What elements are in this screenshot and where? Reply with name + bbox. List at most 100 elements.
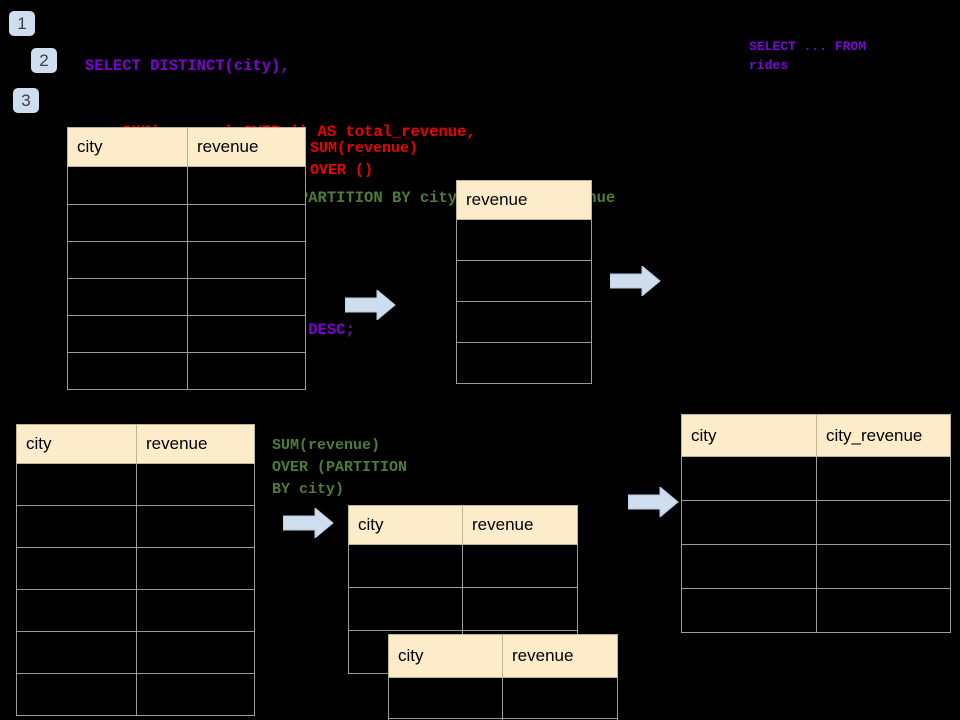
table-cell bbox=[681, 544, 817, 589]
column-header-revenue: revenue bbox=[456, 180, 592, 220]
table-cell bbox=[816, 456, 951, 501]
table-row bbox=[67, 204, 306, 242]
table-row bbox=[456, 301, 592, 343]
table-cell bbox=[681, 588, 817, 633]
arrow-total-to-result bbox=[610, 266, 661, 296]
annotation-city-revenue-fn: SUM(revenue) OVER (PARTITION BY city) bbox=[272, 437, 408, 498]
arrow-source-to-partition bbox=[283, 508, 334, 538]
step-badge-3: 3 bbox=[13, 88, 39, 113]
table-header-row: city revenue bbox=[388, 634, 618, 678]
table-cell bbox=[136, 505, 255, 548]
table-header-row: city revenue bbox=[67, 127, 306, 167]
table-cell bbox=[187, 241, 306, 279]
table-header-row: revenue bbox=[456, 180, 592, 220]
annotation-source-query: SELECT ... FROM rides bbox=[749, 39, 867, 73]
partition-group-front-table: city revenue bbox=[388, 634, 618, 720]
table-row bbox=[388, 718, 618, 720]
table-cell bbox=[16, 589, 137, 632]
column-header-city-revenue: city_revenue bbox=[816, 414, 951, 457]
table-cell bbox=[462, 544, 578, 588]
total-revenue-table: revenue bbox=[456, 180, 592, 384]
step-badge-2-label: 2 bbox=[39, 51, 49, 70]
table-cell bbox=[136, 463, 255, 506]
table-cell bbox=[462, 587, 578, 631]
table-cell bbox=[681, 456, 817, 501]
table-cell bbox=[16, 547, 137, 590]
arrow-source-to-total bbox=[345, 290, 396, 320]
partition-source-table: city revenue bbox=[16, 424, 255, 716]
source-rides-table: city revenue bbox=[67, 127, 306, 390]
table-cell bbox=[67, 315, 188, 353]
table-row bbox=[16, 547, 255, 590]
table-row bbox=[681, 588, 951, 633]
table-row bbox=[348, 587, 578, 631]
table-row bbox=[16, 673, 255, 716]
column-header-revenue: revenue bbox=[187, 127, 306, 167]
step-badge-3-label: 3 bbox=[21, 91, 31, 110]
table-cell bbox=[136, 631, 255, 674]
table-row bbox=[681, 500, 951, 545]
table-cell bbox=[456, 301, 592, 343]
table-cell bbox=[816, 544, 951, 589]
table-cell bbox=[502, 718, 618, 720]
table-cell bbox=[67, 166, 188, 205]
column-header-city: city bbox=[67, 127, 188, 167]
column-header-revenue: revenue bbox=[136, 424, 255, 464]
table-cell bbox=[681, 500, 817, 545]
table-cell bbox=[16, 463, 137, 506]
table-row bbox=[388, 677, 618, 719]
column-header-revenue: revenue bbox=[462, 505, 578, 545]
table-cell bbox=[16, 673, 137, 716]
sql-line-select: SELECT DISTINCT(city), bbox=[85, 57, 290, 75]
column-header-city: city bbox=[681, 414, 817, 457]
table-cell bbox=[16, 505, 137, 548]
column-header-city: city bbox=[348, 505, 463, 545]
table-header-row: city revenue bbox=[348, 505, 578, 545]
table-row bbox=[681, 544, 951, 589]
table-row bbox=[16, 589, 255, 632]
table-row bbox=[16, 505, 255, 548]
table-cell bbox=[348, 544, 463, 588]
result-table: city city_revenue bbox=[681, 414, 951, 633]
table-row bbox=[348, 544, 578, 588]
table-cell bbox=[67, 352, 188, 390]
table-cell bbox=[136, 673, 255, 716]
table-row bbox=[67, 166, 306, 205]
table-row bbox=[67, 241, 306, 279]
table-cell bbox=[388, 677, 503, 719]
table-cell bbox=[456, 342, 592, 384]
table-cell bbox=[187, 315, 306, 353]
table-cell bbox=[187, 204, 306, 242]
arrow-partition-to-result bbox=[628, 487, 679, 517]
table-cell bbox=[816, 588, 951, 633]
table-cell bbox=[67, 278, 188, 316]
table-cell bbox=[187, 278, 306, 316]
table-row bbox=[456, 260, 592, 302]
table-row bbox=[456, 342, 592, 384]
table-row bbox=[67, 278, 306, 316]
table-header-row: city city_revenue bbox=[681, 414, 951, 457]
table-cell bbox=[502, 677, 618, 719]
table-cell bbox=[348, 587, 463, 631]
table-row bbox=[67, 352, 306, 390]
table-row bbox=[16, 631, 255, 674]
table-row bbox=[67, 315, 306, 353]
table-cell bbox=[456, 260, 592, 302]
table-row bbox=[456, 219, 592, 261]
table-row bbox=[681, 456, 951, 501]
table-cell bbox=[16, 631, 137, 674]
column-header-city: city bbox=[388, 634, 503, 678]
table-cell bbox=[136, 547, 255, 590]
step-badge-2: 2 bbox=[31, 48, 57, 73]
step-badge-1: 1 bbox=[9, 11, 35, 36]
table-cell bbox=[67, 204, 188, 242]
table-cell bbox=[187, 166, 306, 205]
table-cell bbox=[187, 352, 306, 390]
table-cell bbox=[136, 589, 255, 632]
table-cell bbox=[67, 241, 188, 279]
table-cell bbox=[456, 219, 592, 261]
table-row bbox=[16, 463, 255, 506]
column-header-city: city bbox=[16, 424, 137, 464]
column-header-revenue: revenue bbox=[502, 634, 618, 678]
